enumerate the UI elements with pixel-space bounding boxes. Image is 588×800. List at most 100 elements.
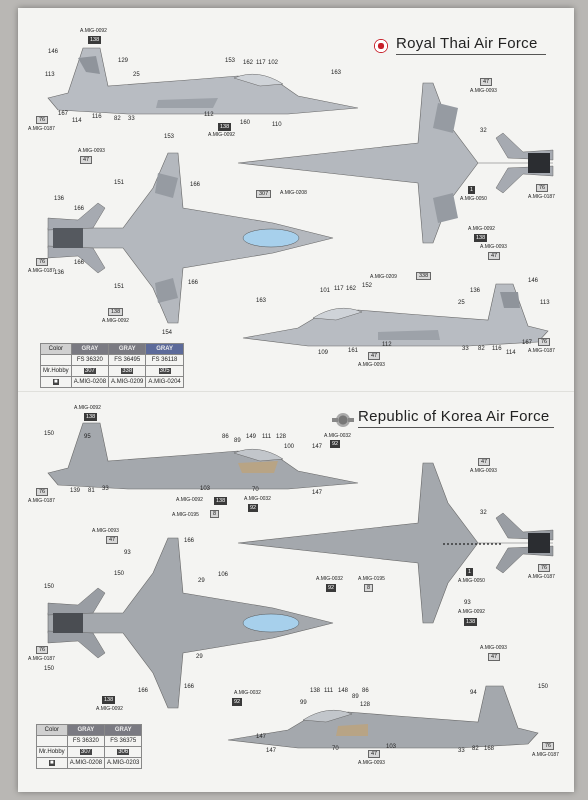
callout: 25 — [458, 300, 465, 306]
thai-section-title: Royal Thai Air Force — [396, 35, 538, 52]
callout: 70 — [332, 746, 339, 752]
fs-code: FS 36495 — [108, 354, 147, 366]
callout: A.MIG-0187 — [532, 752, 559, 758]
color-header: Color — [36, 724, 68, 736]
callout: 129 — [118, 58, 129, 64]
callout: 25 — [133, 72, 140, 78]
callout-chip: 76 — [538, 564, 551, 572]
callout: A.MIG-0032 — [234, 690, 261, 696]
callout: 166 — [190, 182, 201, 188]
callout: 106 — [218, 572, 229, 578]
callout: A.MIG-0093 — [480, 244, 507, 250]
mrhobby-code: 306 — [117, 749, 130, 755]
korea-top-view — [47, 537, 334, 709]
callout: 166 — [138, 688, 149, 694]
amig-logo-icon: ■ — [40, 376, 72, 388]
callout-chip: 47 — [106, 536, 119, 544]
callout-chip: 76 — [36, 116, 49, 124]
callout: 111 — [262, 434, 272, 440]
callout: A.MIG-0032 — [324, 433, 351, 439]
callout: 99 — [300, 700, 307, 706]
callout: A.MIG-0092 — [176, 497, 203, 503]
fs-code: FS 36118 — [145, 354, 184, 366]
callout-chip: 338 — [416, 272, 432, 280]
callout-chip: 47 — [478, 458, 491, 466]
callout-chip: 307 — [256, 190, 272, 198]
callout: A.MIG-0093 — [78, 148, 105, 154]
amig-code: A.MIG-0209 — [108, 376, 147, 388]
callout: 147 — [312, 490, 323, 496]
amig-code: A.MIG-0208 — [70, 376, 110, 388]
callout-chip: 76 — [36, 646, 49, 654]
mrhobby-code: 307 — [79, 749, 92, 755]
callout-chip: 138 — [214, 497, 228, 505]
callout: 146 — [528, 278, 539, 284]
callout: 150 — [538, 684, 549, 690]
korea-side-profile-left — [47, 422, 359, 490]
korea-side-profile-right — [227, 685, 539, 749]
color-swatch-2: GRAY — [104, 724, 143, 736]
callout: 147 — [312, 444, 323, 450]
callout: 112 — [204, 112, 214, 118]
callout: 93 — [124, 550, 131, 556]
callout: 128 — [276, 434, 287, 440]
callout: 100 — [284, 444, 295, 450]
amig-logo-icon: ■ — [36, 757, 68, 769]
callout: A.MIG-0050 — [460, 196, 487, 202]
callout: A.MIG-0195 — [358, 576, 385, 582]
mrhobby-code: 305 — [158, 368, 171, 374]
callout-chip: 47 — [488, 252, 501, 260]
callout: 151 — [114, 180, 125, 186]
callout: 150 — [44, 431, 55, 437]
callout: 103 — [386, 744, 397, 750]
callout: 29 — [198, 578, 205, 584]
callout: 167 — [58, 111, 69, 117]
mrhobby-label: Mr.Hobby — [36, 746, 68, 758]
callout: 153 — [164, 134, 175, 140]
fs-code: FS 36320 — [70, 354, 110, 366]
callout: 116 — [92, 114, 102, 120]
callout-chip: 76 — [542, 742, 555, 750]
thai-side-profile-left — [47, 47, 359, 115]
fs-code: FS 36375 — [104, 735, 143, 747]
callout: A.MIG-0093 — [480, 645, 507, 651]
color-swatch-1: GRAY — [70, 343, 110, 355]
callout: A.MIG-0187 — [28, 656, 55, 662]
callout-chip: 138 — [88, 36, 102, 44]
callout: 70 — [252, 487, 259, 493]
callout: A.MIG-0032 — [244, 496, 271, 502]
callout: 33 — [102, 486, 109, 492]
callout: 114 — [506, 350, 516, 356]
callout: A.MIG-0092 — [208, 132, 235, 138]
callout: 136 — [54, 196, 65, 202]
section-divider — [18, 391, 574, 392]
callout: A.MIG-0092 — [102, 318, 129, 324]
callout: 32 — [480, 128, 487, 134]
callout: 167 — [522, 340, 533, 346]
callout: 109 — [318, 350, 329, 356]
korea-section-title: Republic of Korea Air Force — [358, 408, 550, 425]
callout: 29 — [196, 654, 203, 660]
callout: 160 — [240, 120, 251, 126]
callout: 166 — [184, 538, 195, 544]
color-swatch-3: GRAY — [145, 343, 184, 355]
callout-chip: 76 — [536, 184, 549, 192]
callout: 33 — [128, 116, 135, 122]
callout: A.MIG-0093 — [358, 362, 385, 368]
callout-chip: 1 — [468, 186, 476, 194]
callout-chip: 138 — [84, 413, 98, 421]
callout: 116 — [492, 346, 502, 352]
callout: 86 — [222, 434, 229, 440]
callout: 136 — [470, 288, 481, 294]
callout: 81 — [88, 488, 95, 494]
callout-chip: 92 — [232, 698, 243, 706]
callout-chip: 47 — [80, 156, 93, 164]
callout-chip: 92 — [248, 504, 259, 512]
callout: 33 — [462, 346, 469, 352]
callout: 112 — [382, 342, 392, 348]
callout-chip: 8 — [210, 510, 220, 518]
callout: 117 — [334, 286, 344, 292]
callout-chip: 8 — [364, 584, 374, 592]
callout: 136 — [54, 270, 65, 276]
callout-chip: 76 — [36, 488, 49, 496]
